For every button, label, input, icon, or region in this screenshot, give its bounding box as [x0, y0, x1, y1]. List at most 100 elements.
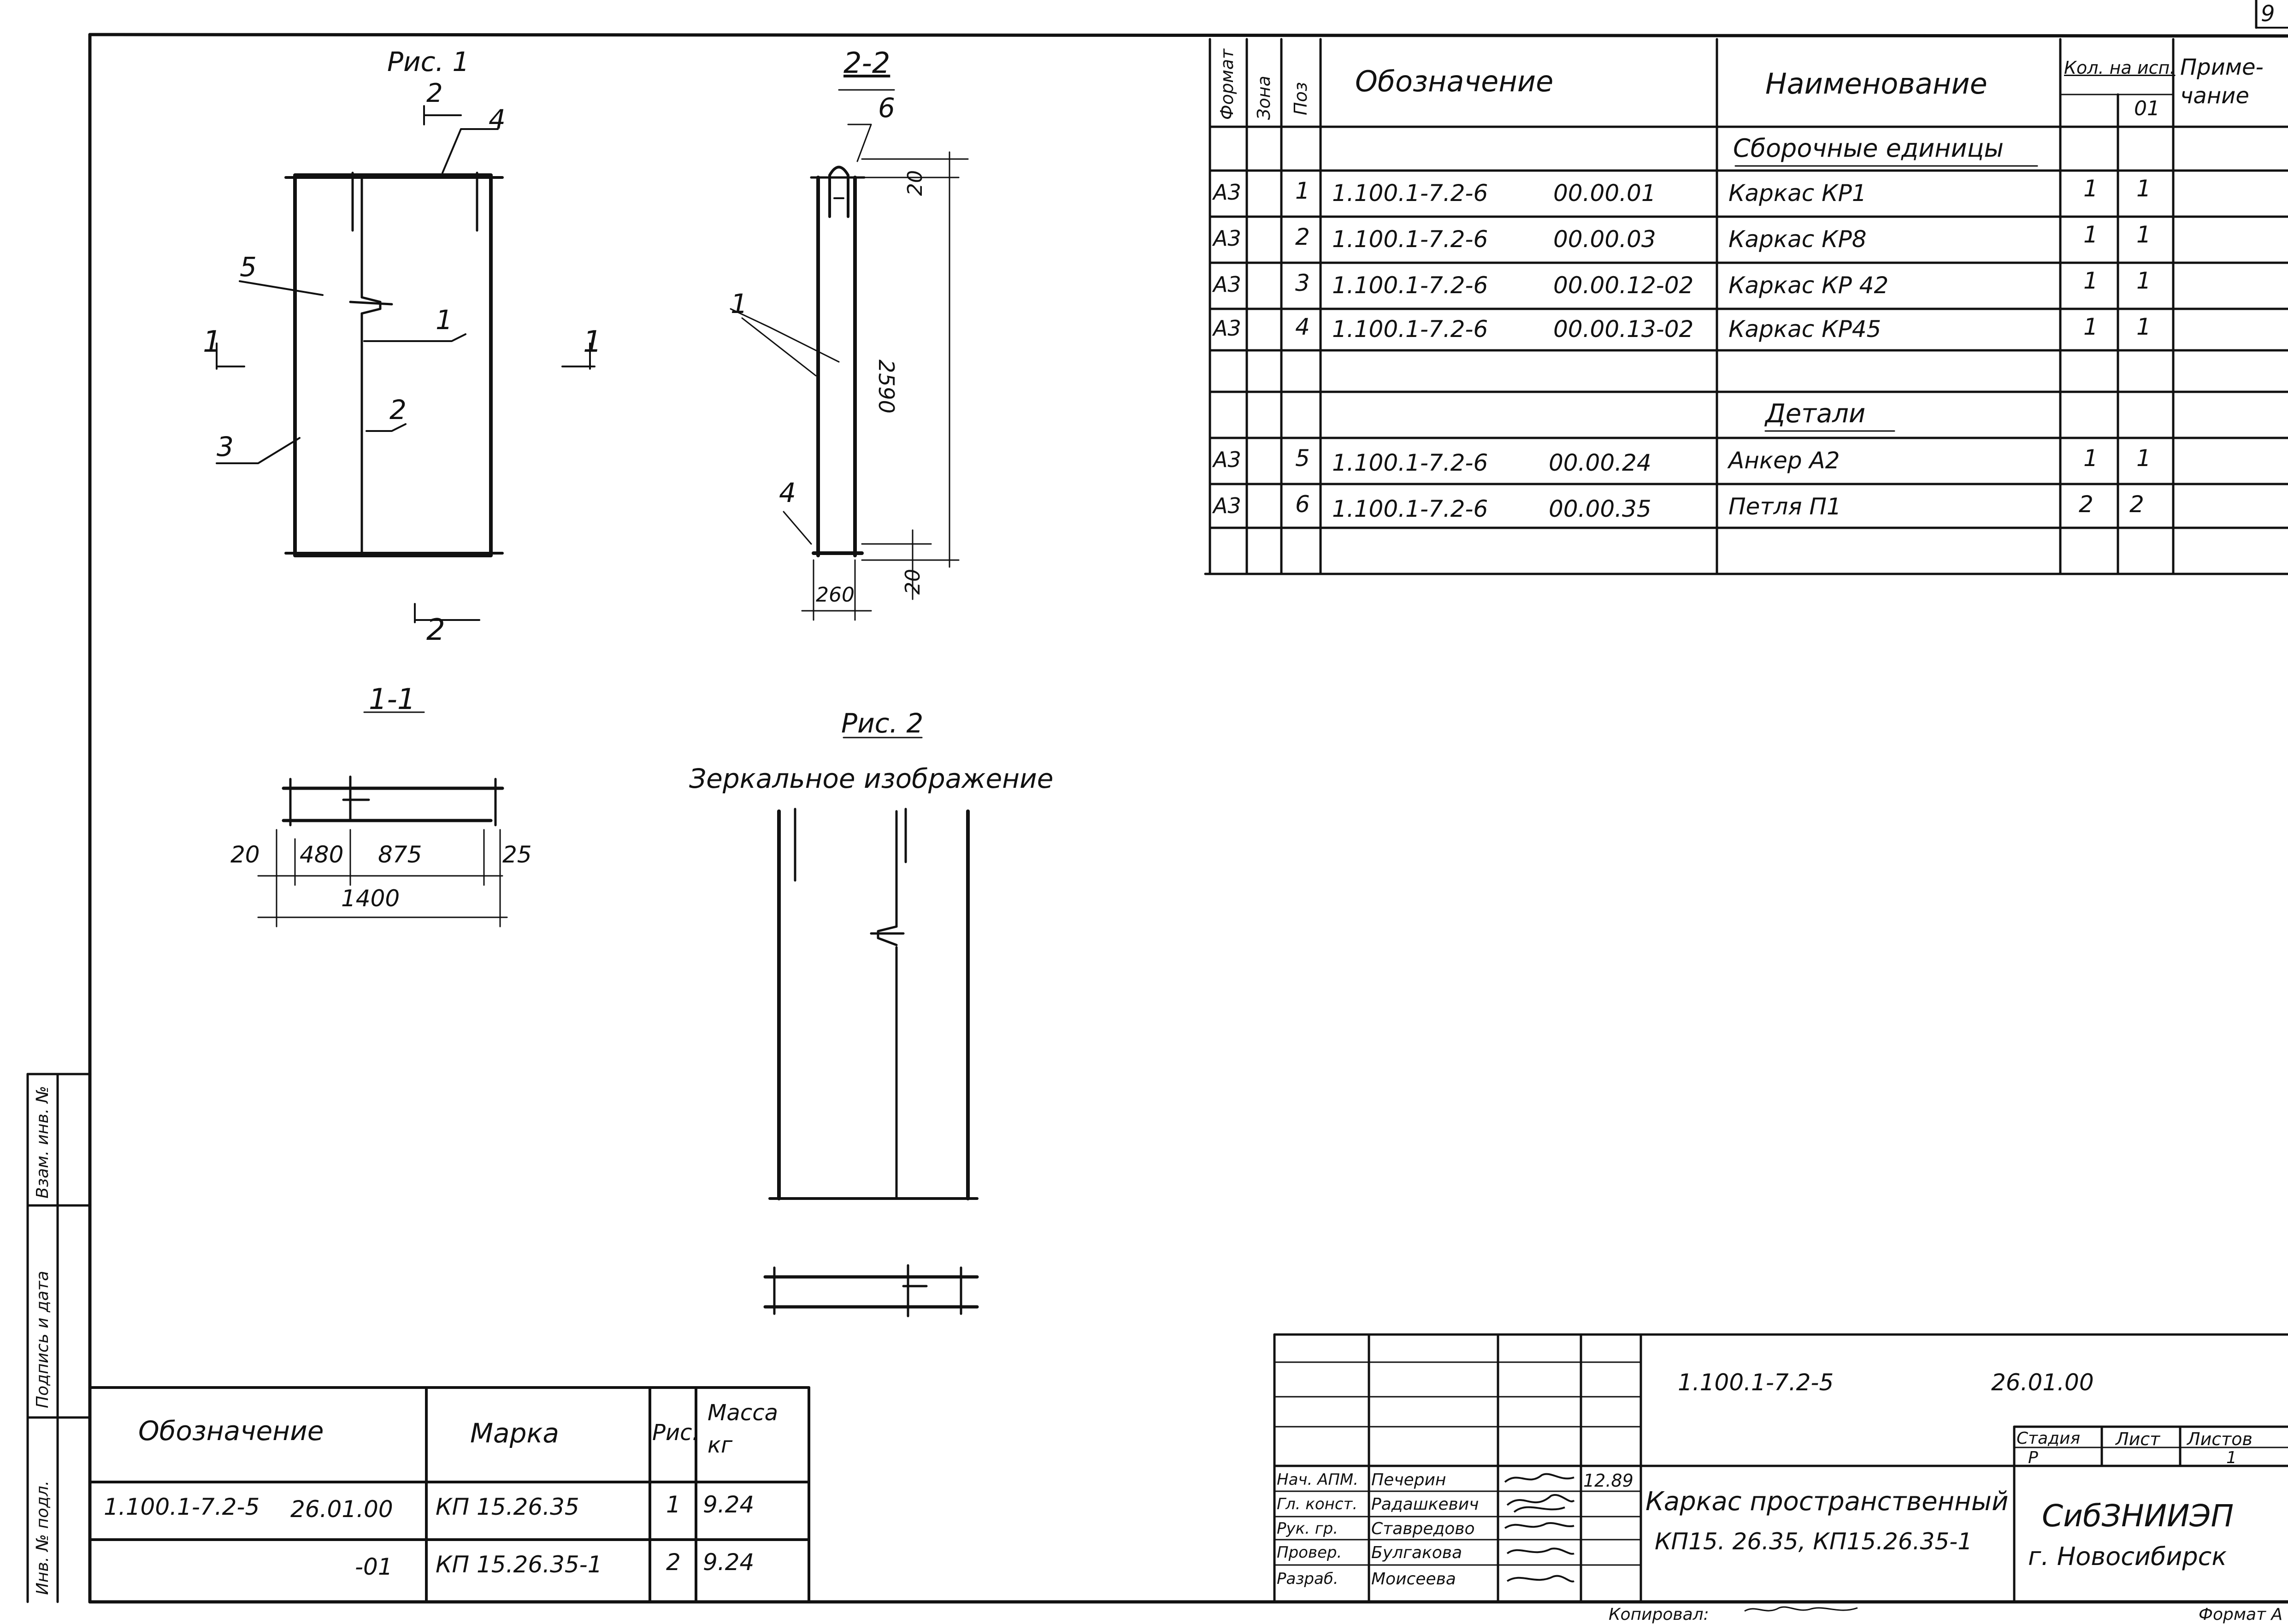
- sheet-number: 9: [2261, 1, 2275, 27]
- side-stamp-inventory: Инв. № подл.: [33, 1480, 52, 1595]
- callout-4: 4: [489, 104, 506, 135]
- title-role: Нач. АПМ.: [1277, 1470, 1359, 1489]
- callout-6: 6: [878, 92, 895, 124]
- side-stamp-grid: [26, 1073, 91, 1603]
- spec-cell-name: Анкер А2: [1728, 447, 1840, 474]
- spec-cell-pos: 1: [1295, 177, 1310, 204]
- dim-480: 480: [300, 841, 344, 868]
- title-role-name: Печерин: [1371, 1470, 1446, 1489]
- mark-cell-mark: КП 15.26.35: [436, 1494, 579, 1520]
- spec-cell-format: А3: [1213, 447, 1241, 472]
- section-2-2: [810, 165, 866, 557]
- mark-table-grid: [88, 1386, 810, 1603]
- fig1-title: Рис. 1: [387, 46, 470, 77]
- dim-20-top: 20: [903, 170, 927, 196]
- spec-header-qty-sub: 01: [2134, 97, 2160, 120]
- fig2-section: [763, 1264, 979, 1317]
- spec-cell-q2: 1: [2136, 221, 2151, 248]
- spec-cell-code: 1.100.1-7.2-6: [1332, 496, 1488, 522]
- callout-5: 5: [240, 251, 257, 283]
- side-stamp-replacement: Взам. инв. №: [33, 1086, 52, 1199]
- fig2-title: Рис. 2: [841, 708, 924, 739]
- callout-1: 1: [436, 304, 453, 336]
- spec-cell-q1: 1: [2083, 445, 2098, 472]
- dim-2590: 2590: [874, 360, 899, 414]
- title-sheet-label: Лист: [2116, 1429, 2160, 1449]
- mark-cell-fig: 1: [666, 1491, 681, 1518]
- spec-cell-num: 00.00.24: [1549, 449, 1651, 476]
- mark-cell-mass: 9.24: [703, 1491, 755, 1518]
- spec-cell-name: Каркас КР1: [1728, 180, 1867, 207]
- title-line-2: КП15. 26.35, КП15.26.35-1: [1655, 1528, 1973, 1555]
- section-2-2-dims: [730, 89, 969, 621]
- title-role-name: Радашкевич: [1371, 1495, 1479, 1514]
- title-block-grid: [1273, 1333, 2288, 1603]
- signature-scribbles: [1504, 1473, 1575, 1583]
- spec-cell-q1: 1: [2083, 267, 2098, 294]
- spec-cell-format: А3: [1213, 180, 1241, 205]
- spec-header-qty: Кол. на исп.: [2064, 58, 2176, 78]
- title-sheets-value: 1: [2226, 1448, 2237, 1467]
- title-sheets-label: Листов: [2187, 1429, 2253, 1449]
- spec-header-zone: Зона: [1254, 76, 1274, 120]
- sheet-frame: [88, 0, 2288, 1604]
- spec-cell-q1: 1: [2083, 221, 2098, 248]
- spec-cell-format: А3: [1213, 316, 1241, 341]
- spec-cell-format: А3: [1213, 493, 1241, 518]
- mark-cell-code: -01: [355, 1553, 393, 1580]
- spec-cell-q1: 1: [2083, 313, 2098, 340]
- title-line-1: Каркас пространственный: [1645, 1487, 2009, 1517]
- footer-format: Формат А: [2199, 1605, 2283, 1624]
- title-role-name: Моисеева: [1371, 1570, 1456, 1589]
- spec-cell-code: 1.100.1-7.2-6: [1332, 449, 1488, 476]
- mark-header-designation: Обозначение: [138, 1415, 324, 1447]
- spec-header-name: Наименование: [1765, 67, 1987, 100]
- spec-header-pos: Поз: [1291, 82, 1311, 115]
- spec-table-grid: [1204, 38, 2288, 575]
- mark-cell-mark: КП 15.26.35-1: [436, 1551, 602, 1578]
- spec-cell-q2: 1: [2136, 267, 2151, 294]
- spec-cell-q1: 1: [2083, 175, 2098, 202]
- dim-260: 260: [816, 583, 855, 607]
- spec-cell-format: А3: [1213, 272, 1241, 297]
- fig1-leaders: [216, 105, 596, 623]
- mark-cell-designation: 1.100.1-7.2-5: [104, 1494, 260, 1520]
- fig1-panel: [284, 171, 504, 557]
- spec-cell-q2: 2: [2129, 491, 2144, 518]
- dim-875: 875: [378, 841, 422, 868]
- fig2-panel: [768, 737, 979, 1200]
- spec-section-details: Детали: [1765, 399, 1866, 429]
- spec-cell-name: Каркас КР8: [1728, 226, 1867, 253]
- spec-cell-pos: 5: [1295, 445, 1310, 472]
- spec-cell-code: 1.100.1-7.2-6: [1332, 316, 1488, 343]
- spec-header-note: Приме- чание: [2180, 54, 2264, 109]
- spec-cell-num: 00.00.35: [1549, 496, 1651, 522]
- section-1-1-dims: [257, 711, 508, 927]
- spec-cell-code: 1.100.1-7.2-6: [1332, 180, 1488, 207]
- title-date: 12.89: [1583, 1470, 1633, 1491]
- spec-cell-name: Петля П1: [1728, 493, 1841, 520]
- spec-cell-code: 1.100.1-7.2-6: [1332, 226, 1488, 253]
- dim-25: 25: [502, 841, 532, 868]
- title-stage-label: Стадия: [2017, 1429, 2081, 1448]
- spec-cell-num: 00.00.01: [1553, 180, 1656, 207]
- title-doc-num: 26.01.00: [1991, 1369, 2094, 1396]
- copier-signature: [1744, 1606, 1858, 1612]
- spec-cell-name: Каркас КР45: [1728, 316, 1881, 343]
- footer-copied: Копировал:: [1609, 1605, 1709, 1624]
- callout-3: 3: [217, 431, 234, 462]
- spec-cell-num: 00.00.12-02: [1553, 272, 1694, 299]
- mark-cell-mass: 9.24: [703, 1549, 755, 1576]
- side-stamp-signature: Подпись и дата: [33, 1270, 52, 1408]
- cut-mark-2-bottom: 2: [426, 613, 445, 647]
- spec-cell-num: 00.00.03: [1553, 226, 1656, 253]
- callout-1-section: 1: [731, 288, 748, 319]
- dim-20: 20: [230, 841, 260, 868]
- spec-cell-q2: 1: [2136, 175, 2151, 202]
- spec-cell-q2: 1: [2136, 313, 2151, 340]
- section-1-1: [282, 775, 504, 827]
- title-role: Гл. конст.: [1277, 1495, 1358, 1513]
- title-role: Провер.: [1277, 1543, 1342, 1562]
- spec-cell-format: А3: [1213, 226, 1241, 251]
